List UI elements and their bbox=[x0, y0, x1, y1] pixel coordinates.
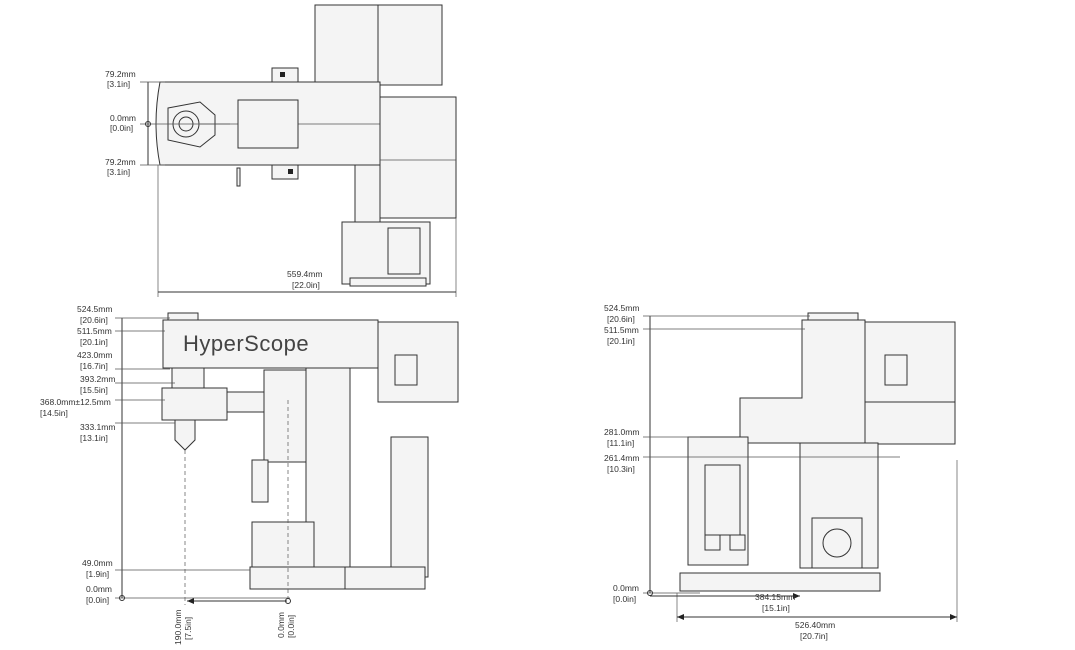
front-header bbox=[162, 319, 379, 369]
side-port bbox=[822, 528, 852, 558]
side-view: 524.5mm [20.6in] 511.5mm [20.1in] 281.0m… bbox=[604, 303, 958, 641]
dim-label: 79.2mm bbox=[105, 157, 136, 167]
dim-label: 511.5mm bbox=[604, 325, 639, 335]
dim-label: [16.7in] bbox=[80, 361, 108, 371]
dim-label: [15.1in] bbox=[762, 603, 790, 613]
top-box-left bbox=[314, 4, 379, 86]
top-right-block bbox=[379, 96, 457, 219]
dim-label: 261.4mm bbox=[604, 453, 639, 463]
dim-label: [14.5in] bbox=[40, 408, 68, 418]
dim-label: [3.1in] bbox=[107, 79, 130, 89]
dim-label: 49.0mm bbox=[82, 558, 113, 568]
dim-label: 190.0mm bbox=[173, 610, 183, 645]
dim-label: [7.5in] bbox=[183, 617, 193, 640]
dim-label: 0.0mm bbox=[110, 113, 136, 123]
dim-label: [20.7in] bbox=[800, 631, 828, 641]
dim-label: [22.0in] bbox=[292, 280, 320, 290]
dim-label: 526.40mm bbox=[795, 620, 835, 630]
top-box-right bbox=[377, 4, 443, 86]
dim-label: [20.6in] bbox=[80, 315, 108, 325]
top-plate bbox=[237, 99, 299, 149]
dim-label: [1.9in] bbox=[86, 569, 109, 579]
dim-label: [3.1in] bbox=[107, 167, 130, 177]
dim-label: [20.1in] bbox=[80, 337, 108, 347]
dim-label: 0.0mm bbox=[86, 584, 112, 594]
dim-label: 423.0mm bbox=[77, 350, 112, 360]
dim-label: 0.0mm bbox=[613, 583, 639, 593]
dim-label: 281.0mm bbox=[604, 427, 639, 437]
front-camera-plate bbox=[263, 369, 307, 463]
brand-logo: HyperScope bbox=[183, 331, 309, 356]
dim-label: [13.1in] bbox=[80, 433, 108, 443]
front-view: HyperScope 524.5mm [20.6in] 511.5mm [20.… bbox=[40, 304, 459, 645]
dim-label: 384.15mm bbox=[755, 592, 795, 602]
dim-label: 368.0mm±12.5mm bbox=[40, 397, 111, 407]
front-side-panel bbox=[390, 436, 429, 578]
dim-label: 524.5mm bbox=[604, 303, 639, 313]
dim-label: [0.0in] bbox=[286, 615, 296, 638]
objective bbox=[174, 419, 196, 451]
dim-label: [0.0in] bbox=[613, 594, 636, 604]
dim-label: [10.3in] bbox=[607, 464, 635, 474]
dim-label: 511.5mm bbox=[77, 326, 112, 336]
dim-label: 0.0mm bbox=[276, 612, 286, 638]
top-view: 79.2mm [3.1in] 0.0mm [0.0in] 79.2mm [3.1… bbox=[105, 4, 457, 297]
side-main-body bbox=[739, 319, 866, 444]
dim-label: [20.1in] bbox=[607, 336, 635, 346]
dim-label: [0.0in] bbox=[110, 123, 133, 133]
dim-label: 524.5mm bbox=[77, 304, 112, 314]
dim-label: [20.6in] bbox=[607, 314, 635, 324]
dim-label: 79.2mm bbox=[105, 69, 136, 79]
front-right-box bbox=[377, 321, 459, 403]
front-objective-holder bbox=[161, 387, 228, 421]
dim-label: 393.2mm bbox=[80, 374, 115, 384]
dim-label: [0.0in] bbox=[86, 595, 109, 605]
dim-label: 333.1mm bbox=[80, 422, 115, 432]
dim-label: [15.5in] bbox=[80, 385, 108, 395]
dim-label: [11.1in] bbox=[607, 438, 634, 448]
dim-label: 559.4mm bbox=[287, 269, 322, 279]
side-base bbox=[679, 572, 881, 592]
